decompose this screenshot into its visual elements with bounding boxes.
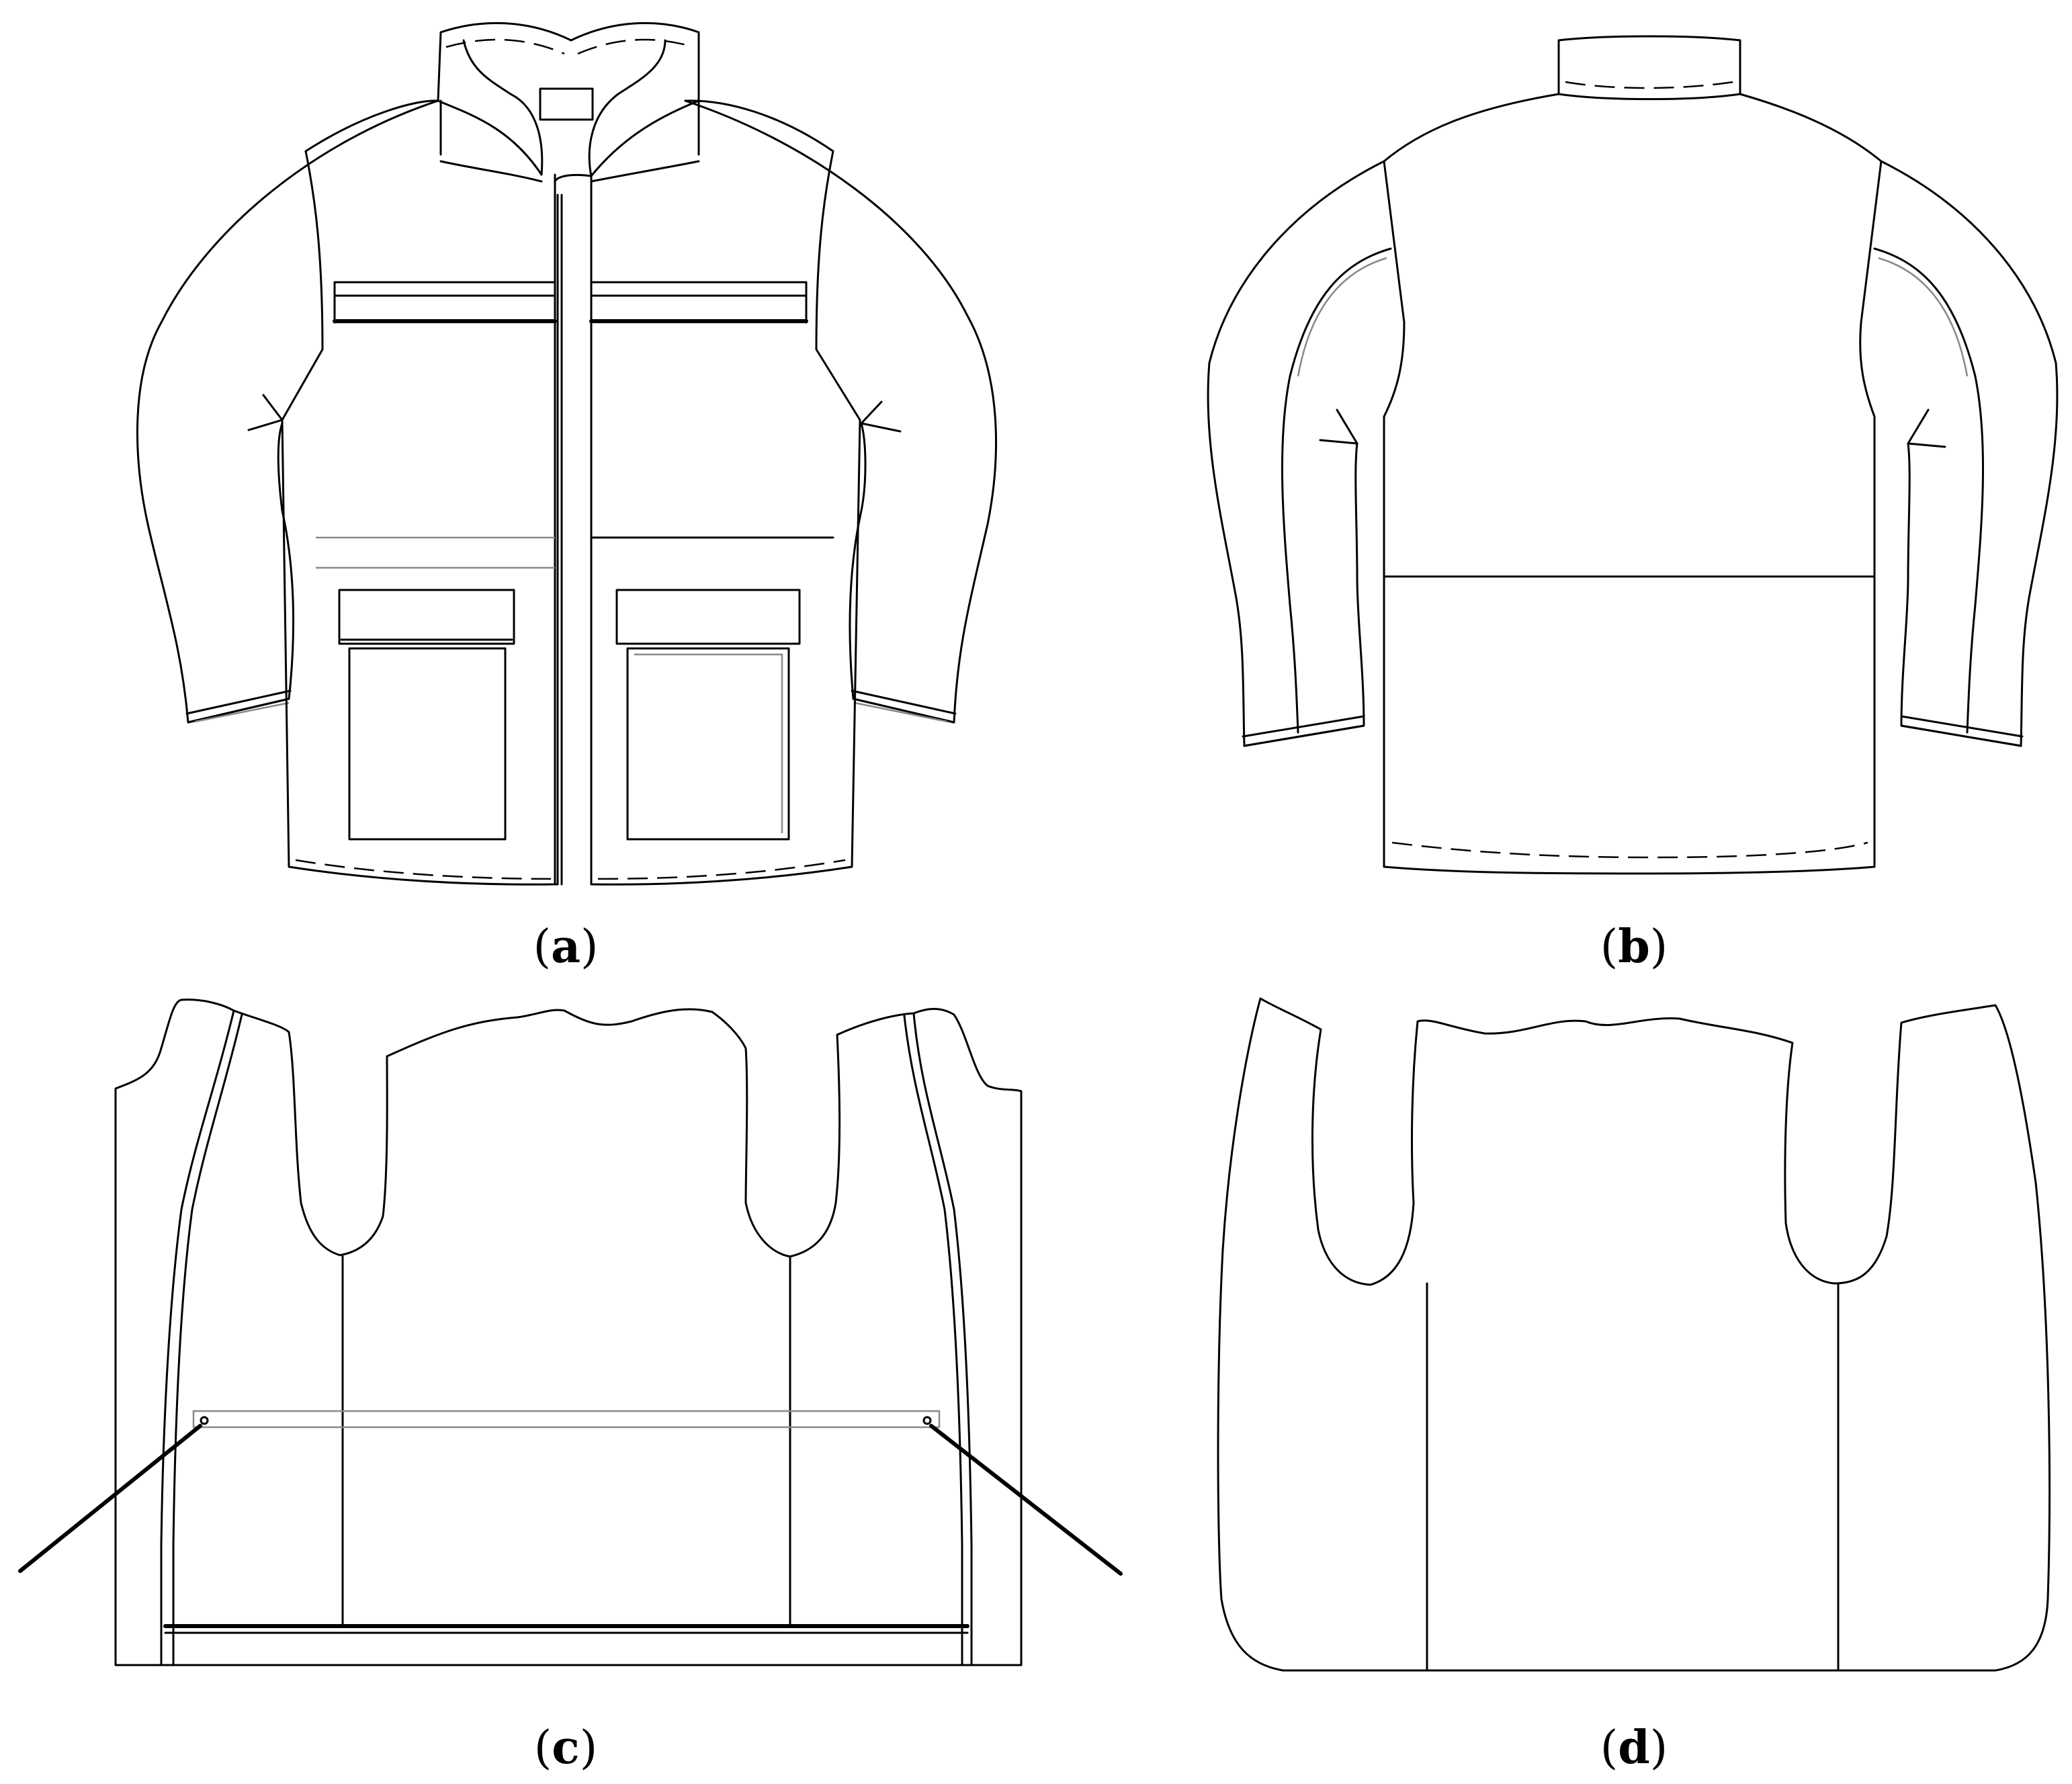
caption-b: (b) <box>1600 920 1668 974</box>
sleeve-back-left <box>1207 160 1392 747</box>
body-front <box>281 99 861 886</box>
panel-b-back-view <box>1207 35 2059 875</box>
inner-pocket <box>192 1410 941 1429</box>
body-back <box>1383 93 1883 875</box>
front-zipper-placket <box>554 173 593 886</box>
collar <box>437 22 700 183</box>
sleeve-back-right <box>1873 160 2059 747</box>
panel-d-quilted-lining <box>1217 997 2051 1672</box>
lining-seams <box>341 1255 791 1627</box>
quilted-panel <box>1217 997 2051 1672</box>
lining-outline <box>114 999 1023 1666</box>
lining-hem <box>163 1624 969 1634</box>
caption-c: (c) <box>534 1721 597 1775</box>
sleeve-left <box>136 99 439 724</box>
chest-yoke <box>333 281 808 324</box>
collar-back <box>1557 35 1741 100</box>
waist-seams <box>316 536 834 569</box>
lining-facings <box>160 1009 973 1666</box>
caption-a: (a) <box>533 920 598 974</box>
panel-a-front-view <box>136 22 997 886</box>
pocket-left <box>338 589 515 841</box>
caption-d: (d) <box>1600 1721 1668 1775</box>
underarm-marks-a <box>247 394 902 433</box>
panel-c-lining <box>18 999 1123 1666</box>
pointer-lines <box>18 1424 1123 1576</box>
pocket-right <box>615 589 801 841</box>
